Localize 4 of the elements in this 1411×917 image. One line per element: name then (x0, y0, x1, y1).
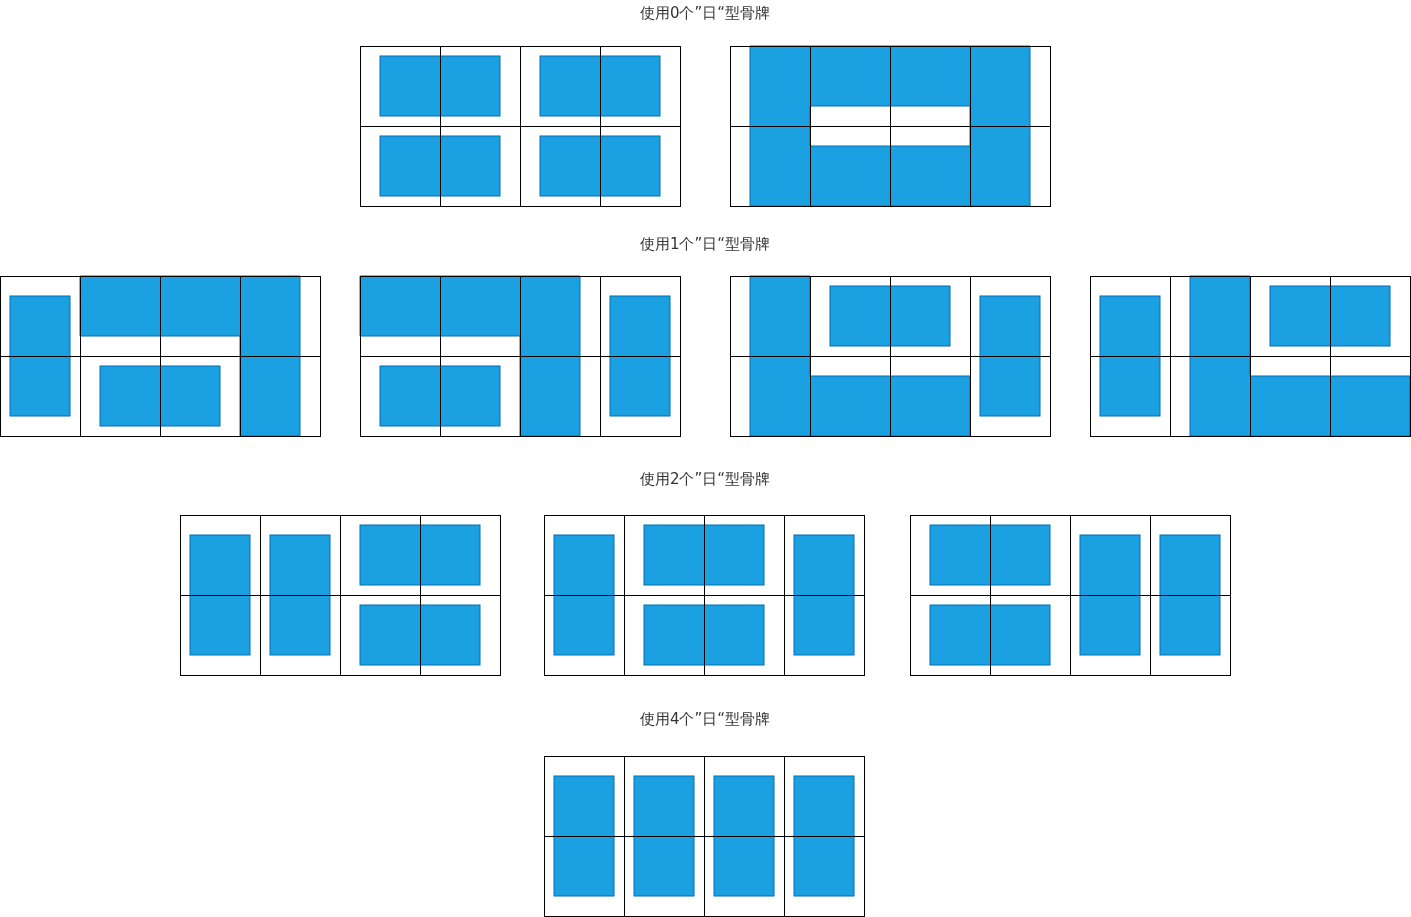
section-heading: 使用1个”日“型骨牌 (639, 235, 771, 254)
section-heading: 使用2个”日“型骨牌 (639, 470, 771, 489)
section-heading: 使用0个”日“型骨牌 (639, 4, 771, 23)
section-heading: 使用4个”日“型骨牌 (639, 710, 771, 729)
